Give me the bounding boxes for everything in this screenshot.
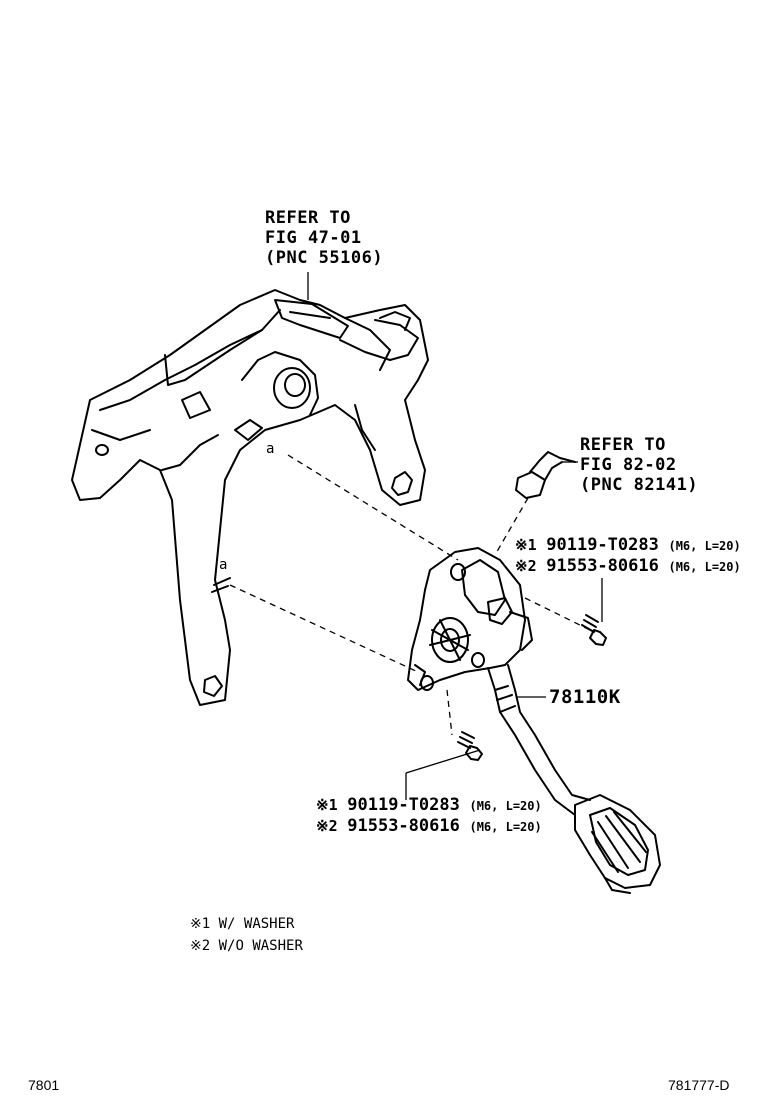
bracket-ref-line-2: FIG 47-01 [265, 228, 362, 248]
pedal-bracket [71, 289, 429, 706]
lower-bolt-part-2: 91553-80616 [347, 816, 460, 836]
lower-bolt-row-2: ※2 91553-80616 (M6, L=20) [316, 818, 542, 835]
legend-text-1: W/ WASHER [218, 916, 295, 932]
legend-mark-2: ※2 [190, 938, 211, 954]
lower-bolt-spec-2: (M6, L=20) [469, 820, 542, 834]
upper-bolt-part-2: 91553-80616 [546, 556, 659, 576]
upper-bolt-spec-1: (M6, L=20) [668, 539, 741, 553]
connector-ref-line-1: REFER TO [580, 435, 666, 455]
legend-row-2: ※2 W/O WASHER [190, 939, 303, 953]
footer-left-code: 7801 [28, 1077, 60, 1093]
upper-bolt-callouts: ※1 90119-T0283 (M6, L=20) ※2 91553-80616… [515, 537, 741, 579]
upper-bolt-row-1: ※1 90119-T0283 (M6, L=20) [515, 537, 741, 554]
lower-bolt-spec-1: (M6, L=20) [469, 799, 542, 813]
pedal-part-number: 78110K [549, 686, 621, 708]
lower-bolt-callouts: ※1 90119-T0283 (M6, L=20) ※2 91553-80616… [316, 797, 542, 839]
upper-bolt-part-1: 90119-T0283 [546, 535, 659, 555]
upper-bolt-mark-2: ※2 [515, 557, 537, 575]
lower-bolt [457, 731, 483, 761]
lower-bolt-mark-2: ※2 [316, 817, 338, 835]
connector-part [515, 451, 576, 499]
connector-reference: REFER TO FIG 82-02 (PNC 82141) [580, 437, 698, 497]
upper-bolt-mark-1: ※1 [515, 536, 537, 554]
footer-right-code: 781777-D [668, 1077, 730, 1093]
upper-bolt-row-2: ※2 91553-80616 (M6, L=20) [515, 558, 741, 575]
legend-text-2: W/O WASHER [218, 938, 303, 954]
lower-bolt-part-1: 90119-T0283 [347, 795, 460, 815]
accelerator-pedal-assembly [407, 547, 661, 894]
marker-a-upper: a [266, 441, 275, 457]
connector-ref-line-2: FIG 82-02 [580, 455, 677, 475]
legend-mark-1: ※1 [190, 916, 211, 932]
marker-a-lower: a [219, 557, 228, 573]
upper-bolt-spec-2: (M6, L=20) [668, 560, 741, 574]
leader-lines [307, 272, 603, 800]
legend: ※1 W/ WASHER ※2 W/O WASHER [190, 917, 303, 957]
bracket-ref-line-1: REFER TO [265, 208, 351, 228]
legend-row-1: ※1 W/ WASHER [190, 917, 303, 931]
bracket-ref-line-3: (PNC 55106) [265, 248, 384, 268]
bracket-reference: REFER TO FIG 47-01 (PNC 55106) [265, 210, 383, 270]
dashed-assembly-lines [229, 454, 591, 736]
connector-ref-line-3: (PNC 82141) [580, 475, 699, 495]
lower-bolt-mark-1: ※1 [316, 796, 338, 814]
lower-bolt-row-1: ※1 90119-T0283 (M6, L=20) [316, 797, 542, 814]
